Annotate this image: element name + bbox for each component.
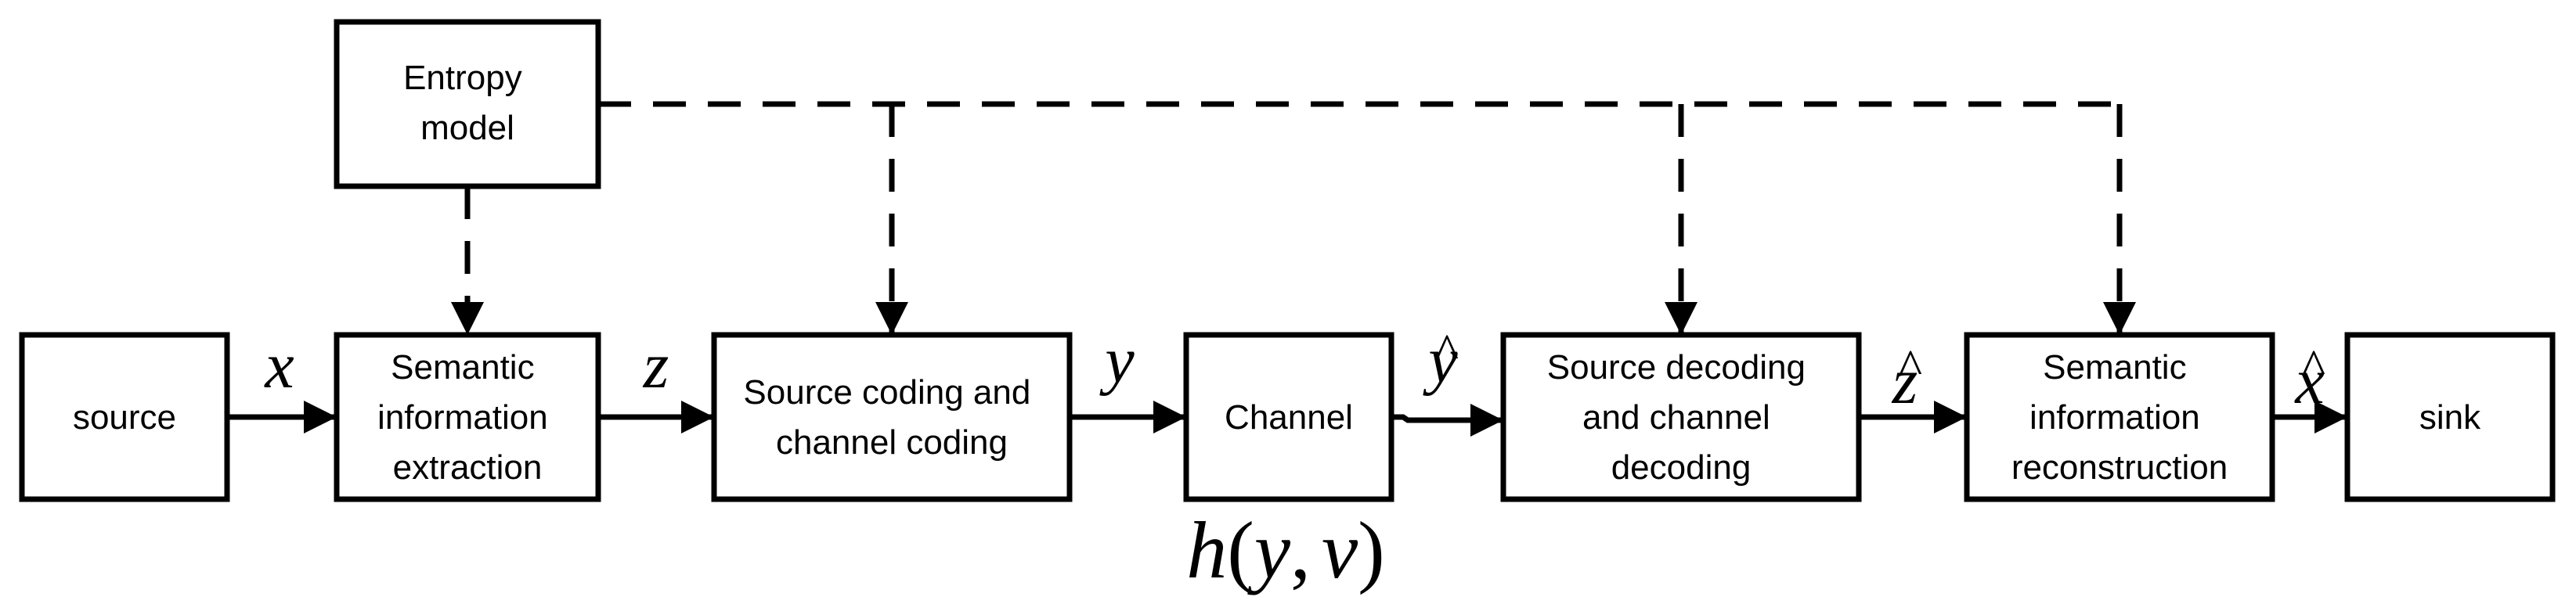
svg-text:x: x <box>2293 345 2324 418</box>
channel-label: Channel <box>1225 398 1353 437</box>
svg-text:Semantic information: Semantic information extraction <box>377 348 557 487</box>
x-hat-mark: ^ <box>2302 339 2325 394</box>
channel-function-v: v <box>1322 505 1358 595</box>
reconstruction-line-1: Semantic <box>2043 348 2186 387</box>
source-block: source <box>19 332 230 502</box>
semantic-extraction-line-3: extraction <box>393 448 543 487</box>
coding-line-2: channel coding <box>776 423 1008 462</box>
source-channel-decoding-block: Source decoding and channel decoding <box>1500 332 1862 502</box>
z-hat-mark: ^ <box>1899 339 1922 394</box>
entropy-model-block: Entropy model <box>334 19 601 189</box>
signal-x-hat-label: x ^ <box>2293 339 2325 418</box>
decoding-line-1: Source decoding <box>1547 348 1806 387</box>
svg-text:Entropy model: Entropy model <box>403 59 532 147</box>
svg-text:Source coding and channe: Source coding and channel coding <box>743 373 1040 462</box>
channel-block: Channel <box>1183 332 1394 502</box>
semantic-reconstruction-block: Semantic information reconstruction <box>1964 332 2275 502</box>
svg-text:Channel: Channel <box>1225 398 1353 437</box>
signal-z-hat-label: z ^ <box>1892 339 1922 418</box>
channel-function-close-paren: ) <box>1358 505 1385 595</box>
y-hat-mark: ^ <box>1435 323 1459 379</box>
decoding-line-3: decoding <box>1611 448 1752 487</box>
signal-z-label: z <box>643 329 669 402</box>
channel-function-label: h(y,v) <box>1186 505 1385 595</box>
entropy-model-line-2: model <box>420 109 514 147</box>
channel-function-comma: , <box>1290 505 1311 595</box>
signal-x-label: x <box>263 329 294 402</box>
entropy-model-line-1: Entropy <box>403 59 522 97</box>
decoding-line-2: and channel <box>1582 398 1770 437</box>
svg-text:sink: sink <box>2419 398 2481 437</box>
semantic-extraction-block: Semantic information extraction <box>334 332 601 502</box>
semantic-extraction-line-1: Semantic <box>391 348 534 387</box>
signal-y-hat-label: y ^ <box>1422 323 1459 397</box>
svg-text:Semantic information: Semantic information reconstruction <box>2011 348 2228 487</box>
reconstruction-line-3: reconstruction <box>2011 448 2228 487</box>
semantic-extraction-line-2: information <box>377 398 548 437</box>
reconstruction-line-2: information <box>2029 398 2200 437</box>
sink-block: sink <box>2344 332 2556 502</box>
channel-function-h: h <box>1186 505 1227 595</box>
arrow-channel-to-decoding <box>1391 404 1503 437</box>
svg-text:z: z <box>1892 345 1918 418</box>
svg-text:Source decoding and chan: Source decoding and channel decoding <box>1547 348 1815 487</box>
channel-function-y: y <box>1247 505 1291 595</box>
svg-text:source: source <box>73 398 176 437</box>
source-label: source <box>73 398 176 437</box>
source-channel-coding-block: Source coding and channel coding <box>711 332 1073 502</box>
sink-label: sink <box>2419 398 2481 437</box>
svg-text:y: y <box>1422 324 1458 397</box>
channel-function-open-paren: ( <box>1227 505 1254 595</box>
signal-y-label: y <box>1099 324 1135 397</box>
coding-line-1: Source coding and <box>743 373 1030 412</box>
